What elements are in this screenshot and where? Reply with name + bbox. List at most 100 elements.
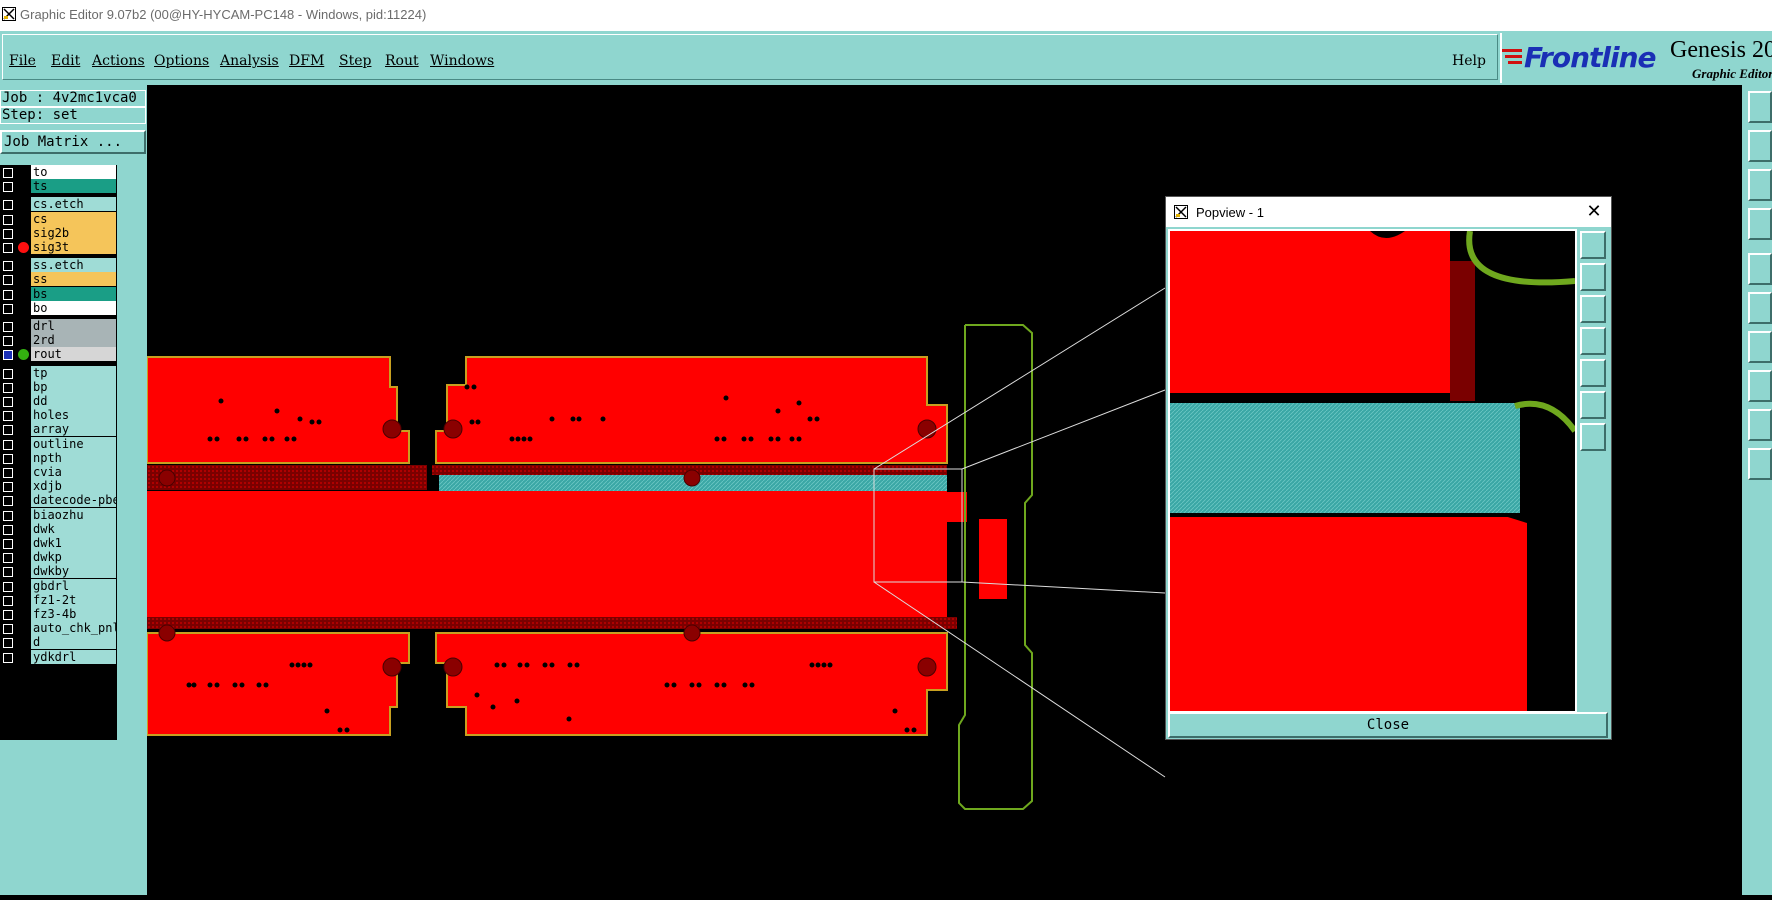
popview-zoom-fit-button[interactable]: [1580, 231, 1606, 259]
layer-checkbox[interactable]: [3, 652, 13, 663]
layer-checkbox[interactable]: [3, 468, 13, 478]
menu-help[interactable]: Help: [1452, 53, 1486, 69]
layer-checkbox[interactable]: [3, 539, 13, 549]
layer-checkbox[interactable]: [3, 595, 13, 606]
layer-checkbox[interactable]: [3, 275, 13, 286]
layer-row-tp[interactable]: tp: [0, 365, 117, 381]
layer-row-fz1-2t[interactable]: fz1-2t: [0, 592, 117, 608]
layer-checkbox[interactable]: [3, 289, 13, 300]
menu-step[interactable]: Step: [339, 53, 371, 69]
popview-pan-left-button[interactable]: [1580, 327, 1606, 355]
layer-checkbox[interactable]: [3, 397, 13, 407]
layer-checkbox[interactable]: [3, 182, 13, 193]
layer-row-datecode-pbe[interactable]: datecode-pbe: [0, 493, 117, 508]
layer-row-auto-chk-pnl[interactable]: auto_chk_pnl: [0, 621, 117, 636]
tool-button-3[interactable]: [1748, 169, 1772, 201]
layer-row-rout[interactable]: rout: [0, 347, 117, 362]
layer-row-array[interactable]: array: [0, 422, 117, 437]
layer-checkbox[interactable]: [3, 624, 13, 635]
menu-edit[interactable]: Edit: [51, 53, 80, 69]
layer-checkbox[interactable]: [3, 382, 13, 393]
layer-checkbox[interactable]: [3, 303, 13, 314]
layer-checkbox[interactable]: [3, 482, 13, 493]
layer-checkbox[interactable]: [3, 510, 13, 521]
layer-checkbox[interactable]: [3, 610, 13, 620]
close-icon[interactable]: ✕: [1586, 201, 1602, 221]
layer-row-biaozhu[interactable]: biaozhu: [0, 507, 117, 523]
popview-expand-button[interactable]: [1580, 391, 1606, 419]
job-matrix-button[interactable]: Job Matrix ...: [0, 130, 146, 154]
layer-row-xdjb[interactable]: xdjb: [0, 479, 117, 494]
layer-row-outline[interactable]: outline: [0, 436, 117, 452]
layer-row-dwk[interactable]: dwk: [0, 521, 117, 537]
tool-button-4[interactable]: [1748, 208, 1772, 240]
layer-row-bp[interactable]: bp: [0, 379, 117, 395]
layer-checkbox[interactable]: [3, 425, 13, 436]
layer-row-ydkdrl[interactable]: ydkdrl: [0, 649, 117, 665]
layer-row-dwk1[interactable]: dwk1: [0, 536, 117, 551]
popview-zoom-out-button[interactable]: [1580, 295, 1606, 323]
tool-button-2[interactable]: [1748, 130, 1772, 162]
menu-analysis[interactable]: Analysis: [220, 53, 279, 69]
layer-checkbox[interactable]: [3, 567, 13, 578]
layer-checkbox[interactable]: [3, 524, 13, 535]
layer-row-ss-etch[interactable]: ss.etch: [0, 258, 117, 273]
layer-row-cs-etch[interactable]: cs.etch: [0, 197, 117, 212]
layer-checkbox[interactable]: [3, 261, 13, 272]
layer-checkbox[interactable]: [3, 411, 13, 422]
popview-zoom-in-button[interactable]: [1580, 263, 1606, 291]
layer-row-to[interactable]: to: [0, 165, 117, 180]
layer-row-bo[interactable]: bo: [0, 300, 117, 316]
layer-row-ts[interactable]: ts: [0, 179, 117, 194]
layer-checkbox[interactable]: [3, 368, 13, 379]
layer-row-cs[interactable]: cs: [0, 211, 117, 227]
layer-checkbox[interactable]: [3, 322, 13, 332]
layer-name: outline: [31, 436, 116, 451]
layer-checkbox[interactable]: [3, 200, 13, 211]
layer-row-bs[interactable]: bs: [0, 286, 117, 302]
popview-close-button[interactable]: Close: [1168, 712, 1608, 738]
menu-options[interactable]: Options: [154, 53, 209, 69]
layer-row-gbdrl[interactable]: gbdrl: [0, 578, 117, 594]
layer-checkbox[interactable]: [3, 214, 13, 225]
layer-row-sig2b[interactable]: sig2b: [0, 225, 117, 241]
popview-pan-right-button[interactable]: [1580, 359, 1606, 387]
layer-row-dd[interactable]: dd: [0, 394, 117, 409]
menu-dfm[interactable]: DFM: [289, 53, 324, 69]
layer-checkbox[interactable]: [3, 581, 13, 592]
layer-row-drl[interactable]: drl: [0, 319, 117, 334]
layer-row-holes[interactable]: holes: [0, 408, 117, 423]
tool-button-10[interactable]: [1748, 448, 1772, 480]
layer-checkbox[interactable]: [3, 453, 13, 464]
layer-row-sig3t[interactable]: sig3t: [0, 240, 117, 255]
layer-row-dwkp[interactable]: dwkp: [0, 550, 117, 565]
layer-row-dwkby[interactable]: dwkby: [0, 564, 117, 579]
layer-row-ss[interactable]: ss: [0, 272, 117, 287]
menu-windows[interactable]: Windows: [430, 53, 494, 69]
tool-button-6[interactable]: [1748, 292, 1772, 324]
layer-checkbox[interactable]: [3, 350, 13, 361]
tool-button-7[interactable]: [1748, 331, 1772, 363]
layer-checkbox[interactable]: [3, 553, 13, 564]
popview-zoom-view[interactable]: [1168, 229, 1578, 713]
layer-row-d[interactable]: d: [0, 635, 117, 650]
tool-button-9[interactable]: [1748, 409, 1772, 441]
layer-checkbox[interactable]: [3, 336, 13, 347]
layer-checkbox[interactable]: [3, 638, 13, 649]
layer-checkbox[interactable]: [3, 496, 13, 507]
popview-center-button[interactable]: [1580, 423, 1606, 451]
layer-row-fz3-4b[interactable]: fz3-4b: [0, 607, 117, 622]
tool-button-5[interactable]: [1748, 253, 1772, 285]
tool-button-1[interactable]: [1748, 91, 1772, 123]
menu-actions[interactable]: Actions: [92, 53, 145, 69]
tool-button-8[interactable]: [1748, 370, 1772, 402]
menu-rout[interactable]: Rout: [385, 53, 419, 69]
layer-checkbox[interactable]: [3, 228, 13, 239]
menu-file[interactable]: File: [9, 53, 36, 69]
layer-row-npth[interactable]: npth: [0, 450, 117, 466]
layer-row-2rd[interactable]: 2rd: [0, 333, 117, 348]
layer-checkbox[interactable]: [3, 439, 13, 450]
layer-checkbox[interactable]: [3, 243, 13, 253]
layer-checkbox[interactable]: [3, 168, 13, 178]
layer-row-cvia[interactable]: cvia: [0, 465, 117, 480]
